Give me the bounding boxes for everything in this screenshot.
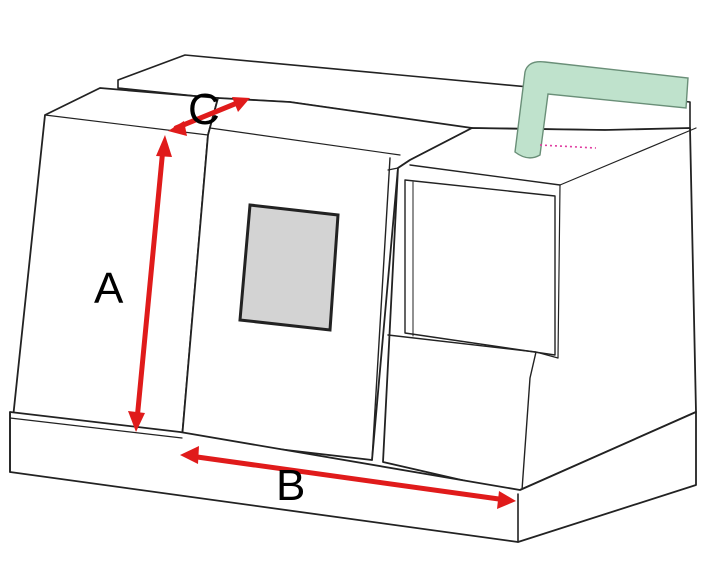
right-upper-recess	[404, 179, 556, 356]
dimension-arrows	[134, 98, 509, 503]
dimension-a-arrow	[134, 145, 166, 423]
label-c: C	[188, 85, 220, 134]
label-a: A	[94, 264, 124, 313]
arrow-heads	[128, 97, 516, 509]
dimension-b-arrow	[187, 453, 509, 503]
pipe-dotted-marker	[539, 144, 597, 149]
dimension-c-arrow	[173, 98, 245, 131]
label-b: B	[276, 461, 305, 510]
viewing-window	[238, 203, 340, 332]
pipe	[514, 61, 689, 159]
